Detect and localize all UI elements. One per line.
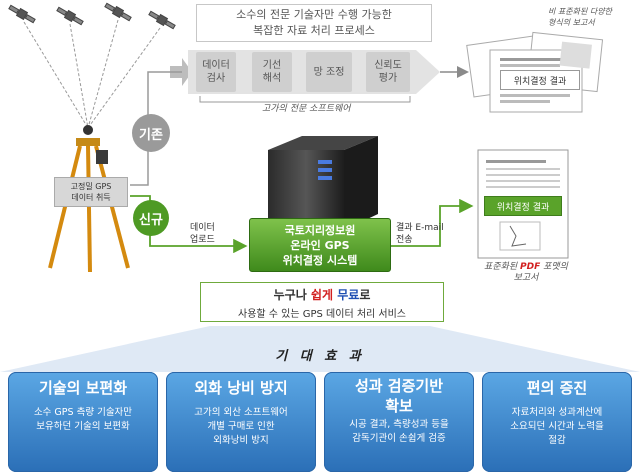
note-line-1: 비 표준화된 다양한 (548, 7, 612, 16)
benefit-card-universalization: 기술의 보편화 소수 GPS 측량 기술자만 보유하던 기술의 보편화 (8, 372, 158, 472)
gps-line-1: 고정밀 GPS (70, 182, 112, 191)
online-gps-system-box: 국토지리정보원 온라인 GPS 위치결정 시스템 (249, 218, 391, 272)
note-line-2: 형식의 보고서 (548, 18, 595, 27)
benefit-desc: 고가의 외산 소프트웨어 개별 구매로 인한 외화낭비 방지 (194, 407, 288, 446)
process-description-callout: 소수의 전문 기술자만 수행 가능한 복잡한 자료 처리 프로세스 (196, 4, 432, 42)
benefit-desc: 소수 GPS 측량 기술자만 보유하던 기술의 보편화 (33, 407, 133, 432)
system-line-2: 온라인 GPS (290, 238, 350, 252)
nonstandard-report-note: 비 표준화된 다양한 형식의 보고서 (548, 6, 612, 28)
existing-badge: 기존 (132, 114, 170, 152)
benefit-title: 편의 증진 (526, 379, 588, 397)
note-part: 포맷의 (540, 262, 568, 272)
benefit-title: 기술의 보편화 (38, 379, 128, 397)
step-label: 기선 해석 (262, 60, 282, 84)
step-label: 망 조정 (313, 66, 345, 78)
standard-report-note: 표준화된 PDF 포맷의 보고서 (478, 262, 574, 284)
expected-effects-title: 기 대 효 과 (275, 349, 365, 364)
data-upload-label: 데이터 업로드 (190, 223, 215, 245)
service-subline: 사용할 수 있는 GPS 데이터 처리 서비스 (238, 309, 406, 320)
system-line-3: 위치결정 시스템 (282, 253, 358, 267)
gps-line-2: 데이터 취득 (71, 193, 111, 202)
software-note: 고가의 전문 소프트웨어 (262, 104, 351, 114)
server-icon (268, 136, 378, 230)
callout-line-1: 소수의 전문 기술자만 수행 가능한 (236, 8, 392, 21)
email-result-label: 결과 E-mail 전송 (396, 223, 444, 245)
result-label-bottom: 위치결정 결과 (484, 196, 562, 216)
signal-lines (23, 19, 161, 129)
note-line-2: 보고서 (513, 273, 539, 283)
result-label-top: 위치결정 결과 (500, 70, 580, 90)
benefit-card-verification: 성과 검증기반 확보 시공 결과, 측량성과 등을 감독기관이 손쉽게 검증 (324, 372, 474, 472)
service-description-box: 누구나 쉽게 무료로 사용할 수 있는 GPS 데이터 처리 서비스 (200, 282, 444, 322)
step-label: 신뢰도 평가 (374, 60, 402, 84)
system-line-1: 국토지리정보원 (284, 223, 356, 237)
satellite-icon (8, 2, 176, 30)
note-part: 표준화된 (484, 262, 521, 272)
benefit-desc: 시공 결과, 측량성과 등을 감독기관이 손쉽게 검증 (349, 419, 449, 444)
benefit-card-convenience: 편의 증진 자료처리와 성과계산에 소요되던 시간과 노력을 절감 (482, 372, 632, 472)
new-badge: 신규 (133, 200, 169, 236)
benefit-card-currency-saving: 외화 낭비 방지 고가의 외산 소프트웨어 개별 구매로 인한 외화낭비 방지 (166, 372, 316, 472)
step-reliability-evaluation: 신뢰도 평가 (366, 52, 410, 92)
benefit-title: 성과 검증기반 확보 (354, 377, 444, 415)
callout-line-2: 복잡한 자료 처리 프로세스 (253, 24, 375, 37)
gps-tripod-icon (48, 125, 130, 273)
step-baseline-analysis: 기선 해석 (252, 52, 292, 92)
benefit-title: 외화 낭비 방지 (194, 379, 288, 397)
service-word: 로 (359, 288, 371, 302)
gps-acquisition-box: 고정밀 GPS 데이터 취득 (54, 177, 128, 207)
service-headline: 누구나 쉽게 무료로 (201, 286, 443, 303)
step-network-adjustment: 망 조정 (306, 52, 352, 92)
benefit-desc: 자료처리와 성과계산에 소요되던 시간과 노력을 절감 (510, 407, 604, 446)
service-word: 누구나 (273, 288, 311, 302)
service-emphasis-easy: 쉽게 (310, 288, 334, 302)
step-data-inspection: 데이터 검사 (196, 52, 236, 92)
service-emphasis-free: 무료 (337, 288, 360, 302)
step-label: 데이터 검사 (202, 60, 230, 84)
pdf-emphasis: PDF (520, 262, 541, 272)
